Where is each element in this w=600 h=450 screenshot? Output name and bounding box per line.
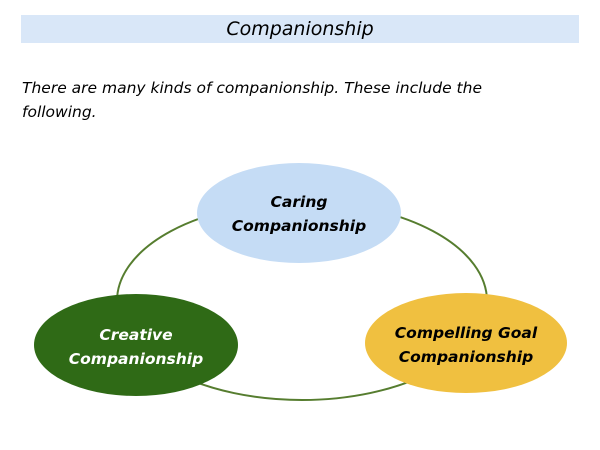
- node-compelling-goal: Compelling Goal Companionship: [365, 293, 567, 393]
- node-caring-label-line2: Companionship: [232, 217, 366, 235]
- node-creative-ellipse: [34, 294, 238, 396]
- node-compelling-goal-label-line2: Companionship: [399, 348, 533, 366]
- page-title: Companionship: [226, 17, 374, 40]
- node-compelling-goal-label-line1: Compelling Goal: [395, 324, 538, 342]
- node-creative: Creative Companionship: [34, 294, 238, 396]
- node-compelling-goal-ellipse: [365, 293, 567, 393]
- node-caring: Caring Companionship: [197, 163, 401, 263]
- node-creative-label-line2: Companionship: [69, 350, 203, 368]
- title-banner: Companionship: [21, 15, 579, 43]
- node-caring-ellipse: [197, 163, 401, 263]
- node-creative-label-line1: Creative: [99, 326, 172, 344]
- node-caring-label-line1: Caring: [271, 193, 328, 211]
- intro-text: There are many kinds of companionship. T…: [22, 79, 482, 121]
